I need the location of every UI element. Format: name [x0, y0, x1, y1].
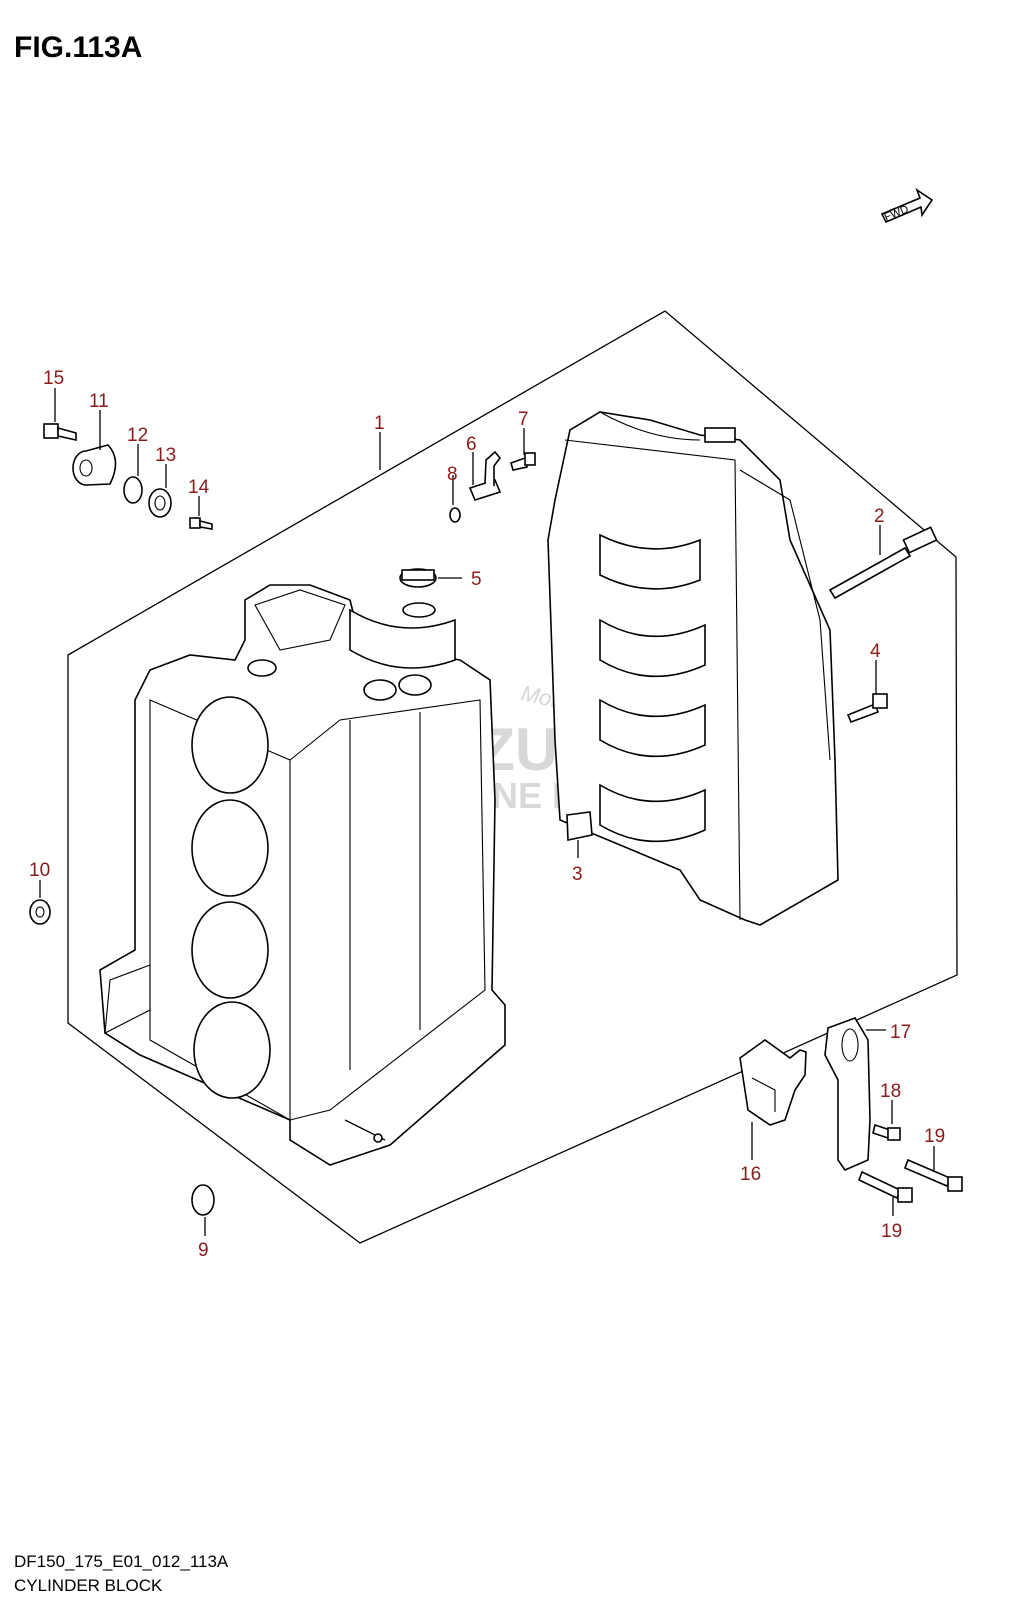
crankcase	[547, 411, 839, 926]
figure-title: FIG.113A	[14, 31, 142, 64]
cylinder-block	[99, 584, 506, 1166]
callout-1: 1	[374, 413, 385, 434]
plug-10	[29, 899, 51, 925]
callout-12: 12	[127, 425, 148, 446]
bolt-19-lower	[857, 1170, 913, 1203]
callout-9: 9	[198, 1240, 209, 1261]
callout-10: 10	[29, 860, 50, 881]
cap-11	[72, 444, 117, 486]
leader-lines	[39, 388, 935, 1236]
fwd-arrow-icon: FWD	[880, 187, 934, 224]
cylinder-bore-2	[191, 799, 269, 897]
callout-11: 11	[89, 391, 109, 412]
bolt-7	[510, 452, 536, 471]
callout-13: 13	[155, 445, 176, 466]
bolt-19-upper	[903, 1158, 963, 1192]
section-name: CYLINDER BLOCK	[14, 1576, 163, 1595]
bolt-15	[43, 423, 77, 441]
fwd-label: FWD	[883, 203, 911, 224]
callout-17: 17	[890, 1022, 911, 1043]
bolt-4	[846, 693, 888, 724]
callout-19-upper: 19	[924, 1126, 945, 1147]
callout-18: 18	[880, 1081, 901, 1102]
cylinder-bore-3	[191, 901, 269, 999]
o-ring-12	[123, 476, 143, 504]
collar-13	[148, 488, 172, 518]
callout-8: 8	[447, 464, 458, 485]
callout-4: 4	[870, 641, 881, 662]
callout-15: 15	[43, 368, 64, 389]
fitting-6	[468, 450, 502, 501]
callout-19-lower: 19	[881, 1221, 902, 1242]
bolt-18	[872, 1123, 901, 1141]
callout-7: 7	[518, 409, 529, 430]
screw-14	[189, 517, 213, 530]
callout-6: 6	[466, 434, 477, 455]
plug-5	[399, 568, 437, 618]
bracket-16	[739, 1039, 807, 1126]
callout-2: 2	[874, 506, 885, 527]
model-code: DF150_175_E01_012_113A	[14, 1552, 229, 1571]
callouts: 1 2 3 4 5 6 7 8 9 10 11 12 13 14 15 16 1…	[29, 368, 945, 1261]
callout-16: 16	[740, 1164, 761, 1185]
callout-14: 14	[188, 477, 210, 498]
callout-3: 3	[572, 864, 583, 885]
dowel-pin	[566, 811, 593, 841]
cylinder-bore-1	[191, 696, 269, 794]
assembly-boundary	[67, 310, 958, 1244]
plate-17	[824, 1017, 871, 1171]
callout-5: 5	[471, 569, 482, 590]
bolt-2	[828, 526, 938, 600]
cylinder-bore-4	[193, 1001, 271, 1099]
o-ring-8	[449, 507, 461, 523]
o-ring-9	[191, 1184, 215, 1216]
